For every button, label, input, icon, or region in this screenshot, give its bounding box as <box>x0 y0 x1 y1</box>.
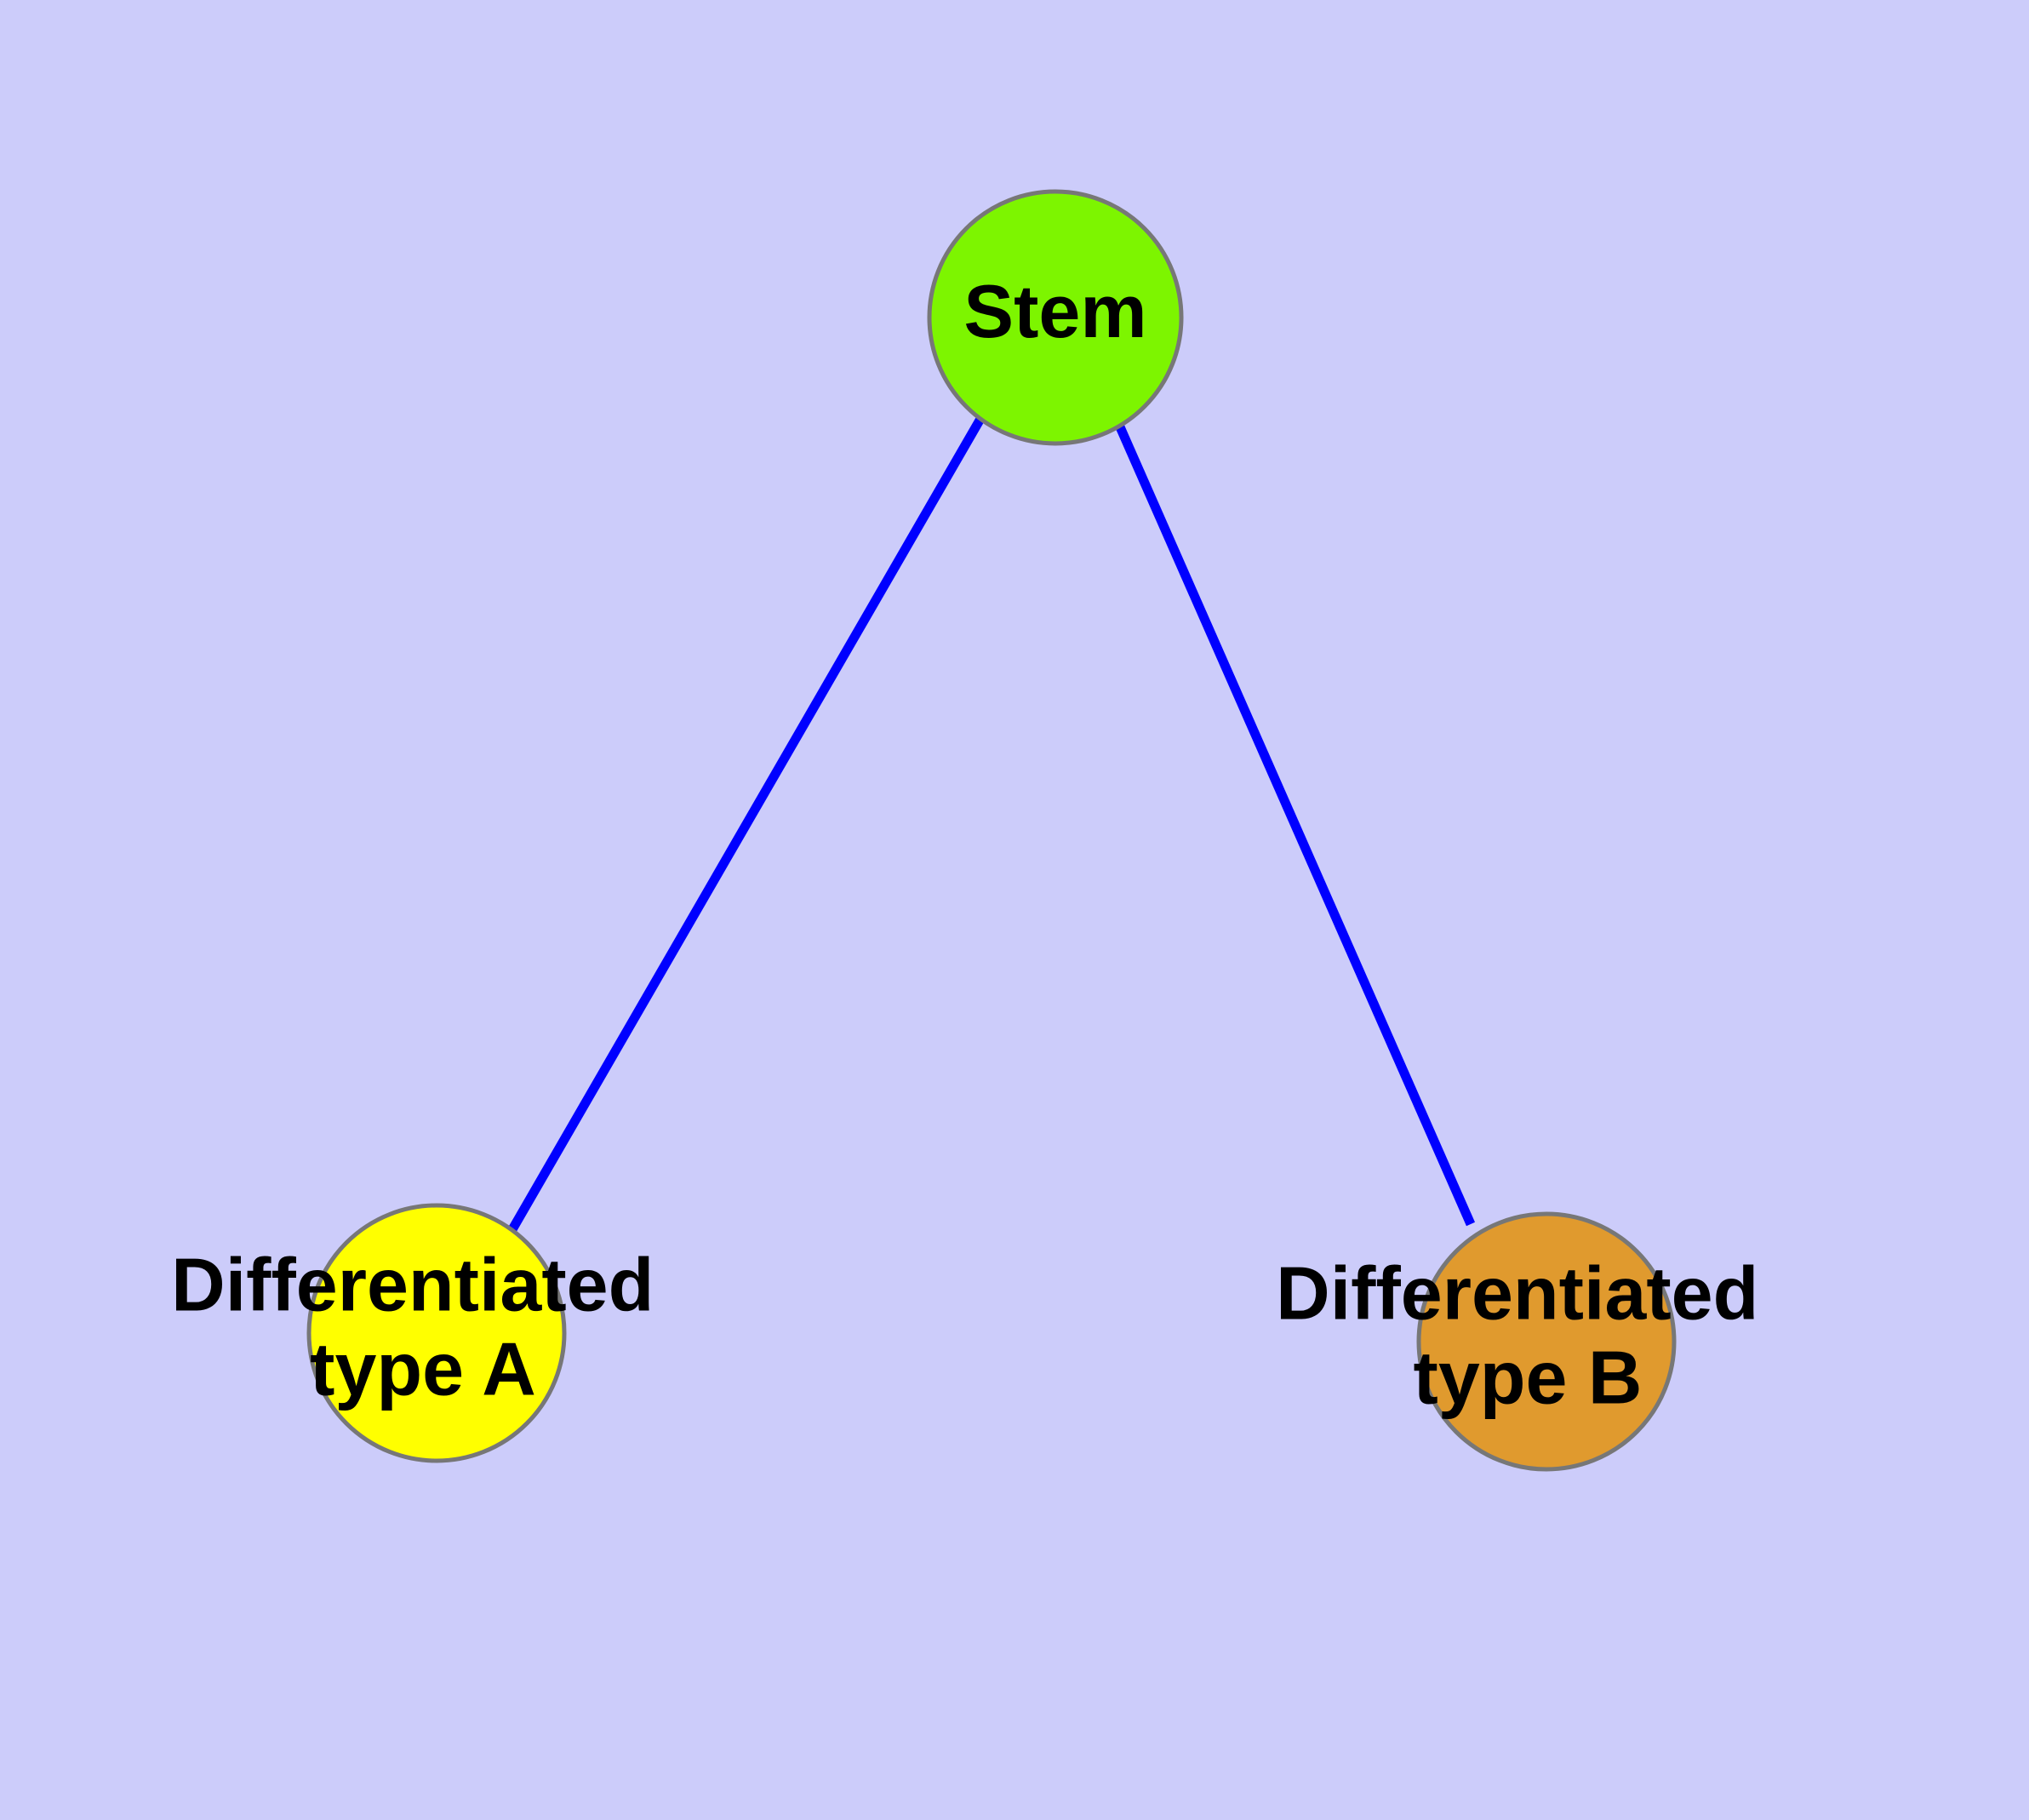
node-differentiated-type-b-label-line-1: Differentiated <box>1276 1251 1758 1336</box>
node-differentiated-type-b-circle[interactable] <box>1416 1211 1677 1472</box>
node-differentiated-type-a-circle[interactable] <box>306 1203 567 1463</box>
edge-stem-to-differentiated-type-a[interactable] <box>507 416 985 1233</box>
node-layer <box>306 189 1677 1472</box>
label-layer: Stem Differentiated type A Differentiate… <box>171 269 1780 1420</box>
node-stem-circle[interactable] <box>927 189 1184 446</box>
edge-layer <box>507 416 1476 1233</box>
node-stem-label-line-1: Stem <box>963 269 1146 353</box>
edge-stem-to-differentiated-type-b[interactable] <box>1113 421 1476 1227</box>
node-stem-label: Stem <box>963 269 1146 353</box>
node-differentiated-type-a-label: Differentiated type A <box>171 1243 675 1411</box>
node-differentiated-type-a-label-line-1: Differentiated <box>171 1243 654 1327</box>
node-differentiated-type-b-label-line-2: type B <box>1414 1336 1643 1420</box>
node-differentiated-type-a-label-line-2: type A <box>310 1327 536 1411</box>
node-differentiated-type-b-label: Differentiated type B <box>1276 1251 1780 1420</box>
